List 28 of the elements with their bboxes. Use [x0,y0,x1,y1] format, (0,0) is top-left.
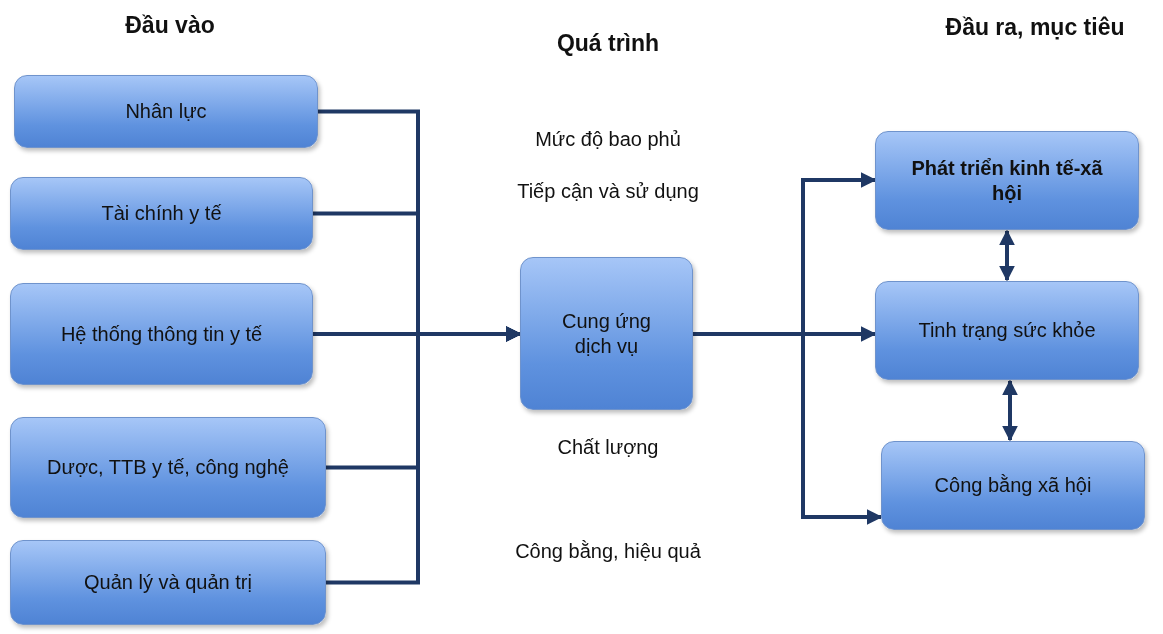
column-heading: Đầu ra, mục tiêu [945,14,1125,41]
process-box [875,131,1139,230]
node-label: Nhân lực [124,99,208,124]
node-label: Công bằng xã hội [933,473,1093,498]
node-label: Quản lý và quản trị [83,570,253,595]
process-box [10,283,313,385]
node-label: Cung ứng dịch vụ [561,308,652,359]
annotation-text: Tiếp cận và sử dụng [517,180,699,203]
process-box [875,281,1139,380]
annotation-text: Công bằng, hiệu quả [515,540,701,563]
column-heading: Quá trình [556,30,660,57]
node-label: Hệ thống thông tin y tế [59,321,264,347]
arrow [693,332,883,525]
process-box [10,540,326,625]
node-label: Tài chính y tế [100,201,223,226]
annotation-text: Chất lượng [557,436,659,459]
process-box [14,75,318,148]
process-box [10,177,313,250]
annotation-text: Mức độ bao phủ [535,128,681,151]
arrow [1002,379,1018,442]
node-label: Tinh trạng sức khỏe [917,318,1097,343]
node-label: Phát triển kinh tế-xã hội [910,155,1104,206]
node-label: Dược, TTB y tế, công nghệ [46,455,290,480]
arrow [999,229,1015,282]
column-heading: Đầu vào [125,12,215,39]
process-box [520,257,693,410]
process-box [10,417,326,518]
process-box [881,441,1145,530]
